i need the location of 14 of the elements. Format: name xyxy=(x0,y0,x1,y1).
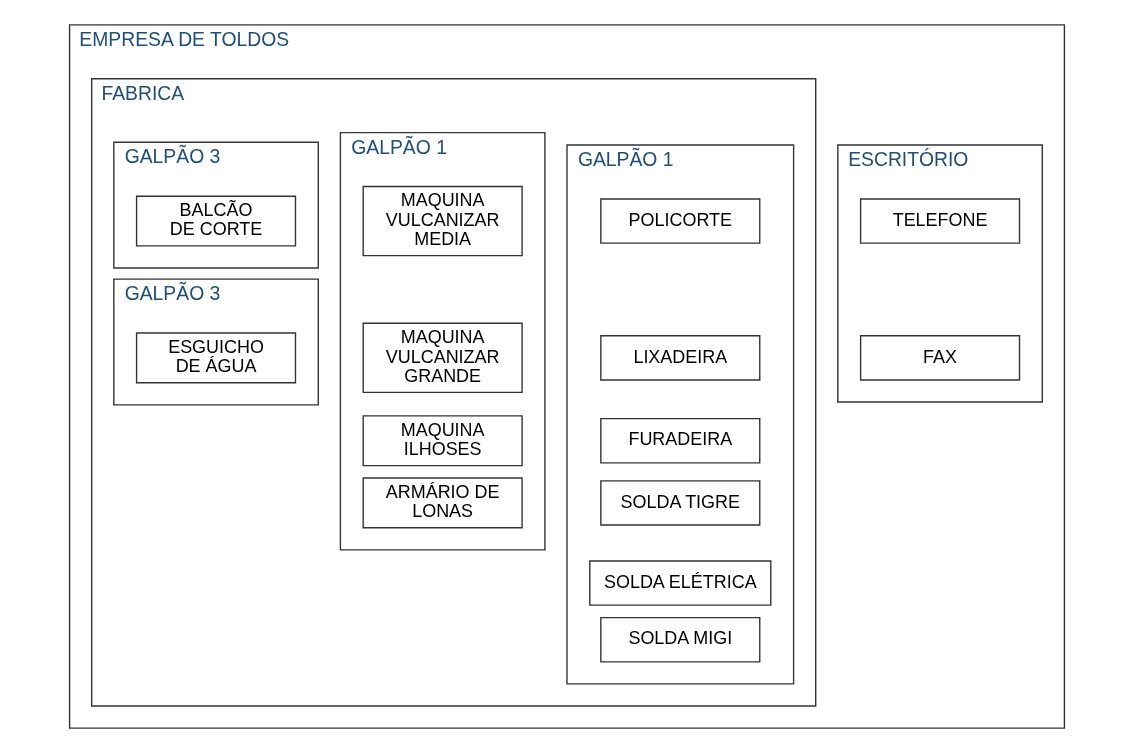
node-box: MAQUINA VULCANIZAR MEDIA xyxy=(362,185,523,257)
node-box: LIXADEIRA xyxy=(599,335,760,381)
node-box: POLICORTE xyxy=(599,198,760,244)
node-box: ARMÁRIO DE LONAS xyxy=(362,477,523,529)
node-box: FURADEIRA xyxy=(599,417,760,464)
node-box: SOLDA TIGRE xyxy=(599,480,760,526)
node-box: MAQUINA ILHOSES xyxy=(362,415,523,467)
node-box: TELEFONE xyxy=(859,198,1020,244)
node-box: SOLDA ELÉTRICA xyxy=(588,560,771,606)
node-box: FAX xyxy=(859,335,1020,381)
node-box: ESGUICHO DE ÁGUA xyxy=(135,332,296,384)
node-box: BALCÃO DE CORTE xyxy=(135,195,296,247)
node-box: SOLDA MIGI xyxy=(599,616,760,663)
node-box: MAQUINA VULCANIZAR GRANDE xyxy=(362,322,523,394)
